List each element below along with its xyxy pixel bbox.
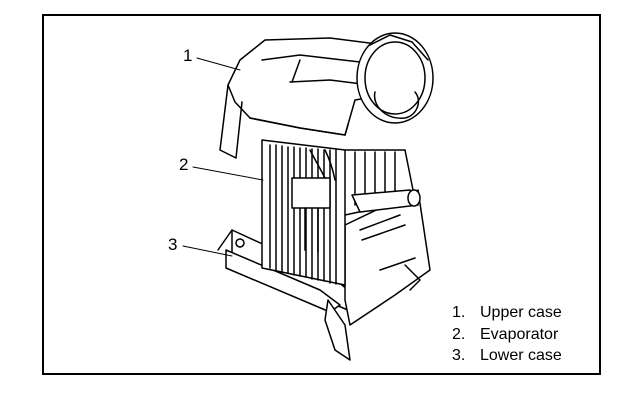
- evaporator-drawing: [261, 139, 421, 286]
- legend-number: 1.: [452, 304, 466, 321]
- callout-1-label: 1: [183, 46, 193, 65]
- legend-item-lower-case: 3. Lower case: [452, 345, 562, 367]
- legend-number: 2.: [452, 325, 466, 343]
- callout-2-label: 2: [179, 155, 189, 174]
- legend-label: Evaporator: [480, 325, 559, 343]
- leader-line-2: [192, 166, 264, 181]
- leader-line-1: [196, 57, 241, 71]
- legend-label: Upper case: [480, 304, 562, 321]
- callout-3-label: 3: [168, 235, 178, 254]
- legend-label: Lower case: [480, 347, 562, 364]
- legend-number: 3.: [452, 347, 466, 364]
- legend-item-evaporator: 2. Evaporator: [452, 324, 562, 346]
- legend-item-upper-case: 1. Upper case: [452, 302, 562, 324]
- upper-case-drawing: [219, 32, 434, 159]
- legend: 1. Upper case 2. Evaporator 3. Lower case: [452, 302, 562, 367]
- leader-line-3: [182, 245, 233, 257]
